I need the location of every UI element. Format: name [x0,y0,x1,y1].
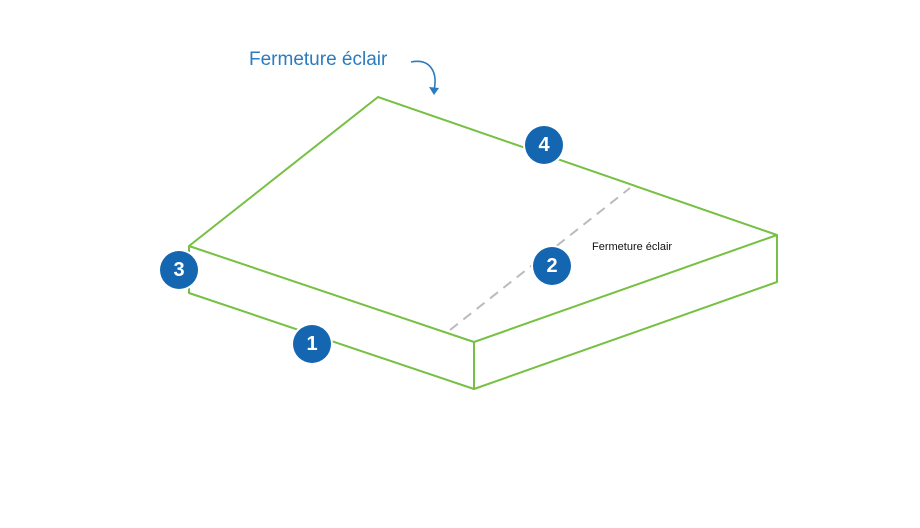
zipper-caption-middle: Fermeture éclair [592,241,673,253]
number-badge-4: 4 [525,126,563,164]
cushion-box [188,96,778,390]
number-badge-3: 3 [160,251,198,289]
curved-arrow-down-icon [410,60,439,95]
number-badge-2: 2 [533,247,571,285]
cushion-top-face [188,96,778,343]
number-badge-1: 1 [293,325,331,363]
zipper-caption-top: Fermeture éclair [249,49,388,70]
cushion-front-right-face [473,235,778,390]
zipper-dashed-line [449,187,631,331]
cushion-front-left-face [188,246,475,390]
